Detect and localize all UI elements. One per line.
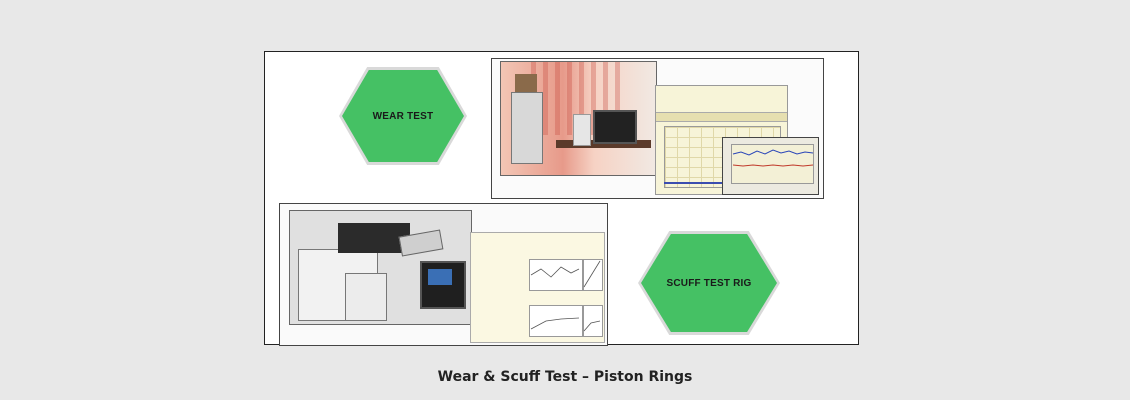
graph-screenshot — [722, 137, 819, 195]
wear-test-hexagon: WEAR TEST — [339, 67, 467, 165]
wear-test-label: WEAR TEST — [372, 110, 434, 122]
lab-setup-photo — [500, 61, 657, 176]
scuff-test-rig-label: SCUFF TEST RIG — [666, 277, 752, 289]
scuff-test-image — [279, 203, 608, 346]
scuff-test-rig-hexagon: SCUFF TEST RIG — [638, 231, 780, 335]
scuff-test-report — [470, 232, 605, 343]
figure-caption: Wear & Scuff Test – Piston Rings — [437, 369, 693, 385]
figure-frame: WEAR TEST — [264, 51, 859, 346]
scuff-rig-photo — [289, 210, 472, 325]
wear-test-image — [491, 58, 824, 199]
